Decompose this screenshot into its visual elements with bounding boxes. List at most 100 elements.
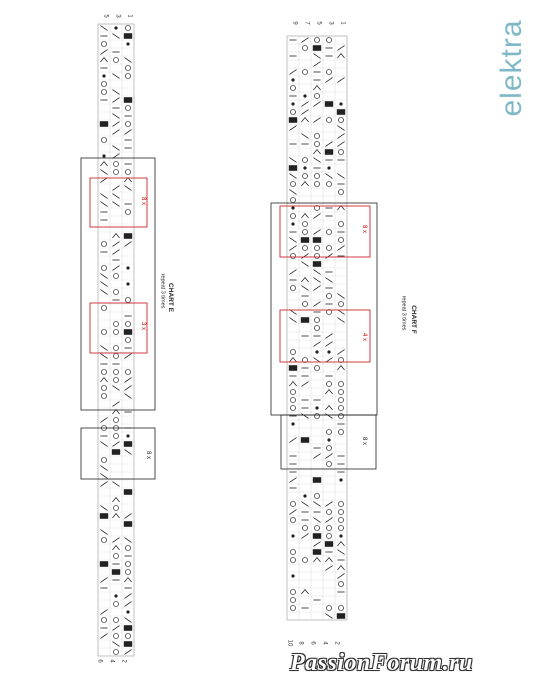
chart-f-no-stitch-symbol: [336, 613, 346, 619]
chart-f-bobble-symbol: [327, 350, 331, 354]
chart-e-yo-symbol: [125, 209, 131, 215]
chart-f-k2tog-symbol: [337, 133, 345, 139]
chart-e-yo-symbol: [101, 305, 107, 311]
chart-e-no-stitch-symbol: [123, 33, 133, 39]
chart-e-yo-symbol: [125, 569, 131, 575]
chart-f-dec-symbol: [289, 357, 297, 363]
chart-e-no-stitch-symbol: [123, 625, 133, 631]
chart-f-yo-symbol: [314, 365, 320, 371]
chart-f-yo-symbol: [326, 509, 332, 515]
watermark: PassionForum.ru: [290, 650, 526, 682]
chart-f-dec-symbol: [301, 213, 309, 219]
brand-logo: elektra: [494, 8, 530, 128]
chart-e-bobble-symbol: [102, 154, 106, 158]
chart-f-k2tog-symbol: [301, 253, 309, 259]
chart-f-k2tog-symbol: [325, 501, 333, 507]
chart-f-yo-symbol: [326, 181, 332, 187]
chart-e-dec-symbol: [112, 497, 120, 503]
chart-e-yo-symbol: [101, 457, 107, 463]
chart-f-yo-symbol: [302, 157, 308, 163]
chart-e-ssk-symbol: [112, 193, 120, 199]
chart-f-k2tog-symbol: [289, 69, 297, 75]
chart-e-ssk-symbol: [100, 289, 108, 295]
chart-e-yo-symbol: [113, 505, 119, 511]
chart-e-lower-8x-label: 8 x: [145, 450, 152, 460]
chart-f-yo-symbol: [290, 557, 296, 563]
chart-e-yo-symbol: [101, 89, 107, 95]
chart-e-yo-symbol: [101, 385, 107, 391]
chart-f-dec-symbol: [301, 117, 309, 123]
chart-f-k2tog-symbol: [325, 517, 333, 523]
chart-e-repeat-frame: [80, 157, 156, 411]
chart-f-bobble-symbol: [339, 534, 343, 538]
chart-e-no-stitch-symbol: [123, 441, 133, 447]
chart-f-title: CHART F: [409, 305, 417, 334]
chart-f-k2tog-symbol: [289, 509, 297, 515]
chart-f-bobble-symbol: [303, 166, 307, 170]
chart-f-ssk-symbol: [301, 413, 309, 419]
chart-f-bottom-num: 10: [286, 639, 293, 647]
chart-f-bottom-num: 8: [297, 641, 304, 645]
chart-e-ssk-symbol: [100, 529, 108, 535]
chart-f-no-stitch-symbol: [324, 541, 334, 547]
chart-f-ssk-symbol: [313, 157, 321, 163]
chart-f-yo-symbol: [314, 37, 320, 43]
chart-f-k2tog-symbol: [313, 301, 321, 307]
chart-f-bobble-symbol: [291, 78, 295, 82]
chart-f-dec-symbol: [325, 405, 333, 411]
chart-e-ssk-symbol: [112, 481, 120, 487]
chart-f-yo-symbol: [338, 381, 344, 387]
chart-f-bottom-num: 2: [333, 641, 340, 645]
chart-e-ssk-symbol: [112, 89, 120, 95]
chart-e-k2tog-symbol: [112, 185, 120, 191]
chart-f-yo-symbol: [302, 221, 308, 227]
chart-f-yo-symbol: [338, 397, 344, 403]
chart-e-yo-symbol: [113, 433, 119, 439]
chart-f-yo-symbol: [314, 525, 320, 531]
chart-f-k2tog-symbol: [325, 77, 333, 83]
chart-f-k2tog-symbol: [301, 381, 309, 387]
chart-e-k2tog-symbol: [112, 241, 120, 247]
chart-e-title: CHART E: [166, 283, 174, 312]
chart-e-ssk-symbol: [112, 385, 120, 391]
chart-f-yo-symbol: [314, 173, 320, 179]
chart-e-k2tog-symbol: [112, 401, 120, 407]
chart-f-bobble-symbol: [339, 102, 343, 106]
chart-f-bottom-num: 6: [309, 641, 316, 645]
chart-e-k2tog-symbol: [112, 537, 120, 543]
chart-f-yo-symbol: [302, 245, 308, 251]
chart-e-no-stitch-symbol: [99, 513, 109, 519]
chart-f-yo-symbol: [290, 501, 296, 507]
chart-f-yo-symbol: [326, 309, 332, 315]
chart-f-yo-symbol: [314, 93, 320, 99]
chart-e-no-stitch-symbol: [123, 329, 133, 335]
chart-e-k2tog-symbol: [124, 649, 132, 655]
chart-f-dec-symbol: [301, 589, 309, 595]
chart-e-repeat-label: repeat 3 times: [159, 273, 166, 309]
chart-e-yo-symbol: [113, 601, 119, 607]
chart-f-no-stitch-symbol: [312, 549, 322, 555]
chart-e-bottom-num: 6: [96, 659, 103, 663]
chart-e-yo-symbol: [113, 633, 119, 639]
chart-f-k2tog-symbol: [313, 229, 321, 235]
chart-e-ssk-symbol: [100, 169, 108, 175]
chart-e-k2tog-symbol: [124, 593, 132, 599]
chart-f-no-stitch-symbol: [312, 261, 322, 267]
chart-f-yo-symbol: [302, 69, 308, 75]
chart-f-yo-symbol: [290, 389, 296, 395]
chart-f-ssk-symbol: [313, 269, 321, 275]
chart-f-bobble-symbol: [303, 94, 307, 98]
chart-f-yo-symbol: [338, 301, 344, 307]
chart-f-bobble-symbol: [291, 534, 295, 538]
chart-e-dec-symbol: [112, 233, 120, 239]
chart-e-ssk-symbol: [100, 505, 108, 511]
chart-f-top-num: 9: [291, 21, 298, 25]
chart-f-top-num: 7: [303, 21, 310, 25]
chart-f-lower-frame: [280, 414, 377, 470]
chart-e-k2tog-symbol: [112, 129, 120, 135]
chart-e-bobble-symbol: [126, 42, 130, 46]
chart-f-yo-symbol: [290, 197, 296, 203]
chart-f-k2tog-symbol: [313, 285, 321, 291]
chart-f-yo-symbol: [290, 597, 296, 603]
